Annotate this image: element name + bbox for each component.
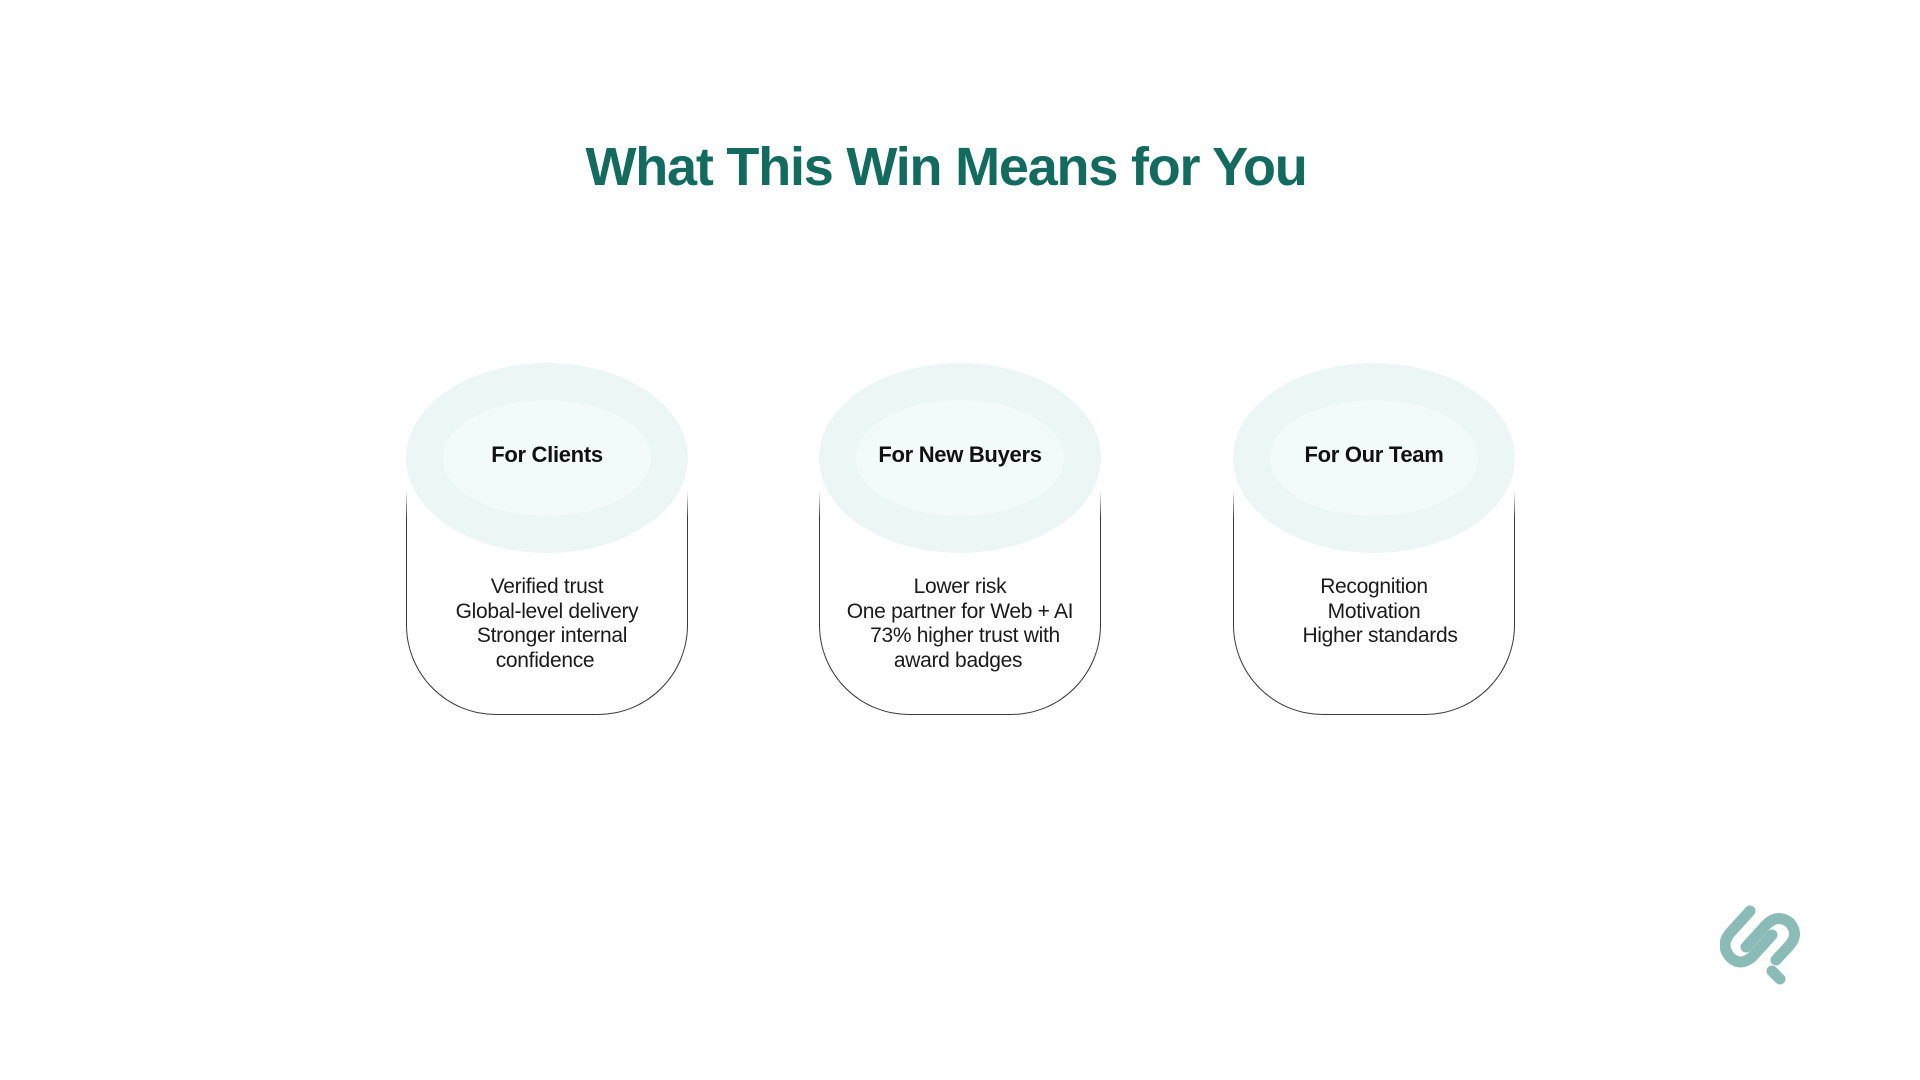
card-heading: For Our Team bbox=[1304, 442, 1444, 467]
card-header-ellipse: For Clients bbox=[406, 363, 688, 553]
benefit-line: Global-level delivery bbox=[455, 599, 639, 623]
card-heading: For Clients bbox=[491, 442, 603, 467]
paperclip-link-logo-icon bbox=[1719, 903, 1804, 987]
card-header-inner-ellipse: For Clients bbox=[443, 400, 651, 516]
benefit-line: confidence bbox=[495, 648, 595, 672]
slide-title: What This Win Means for You bbox=[585, 137, 1307, 197]
card-for-clients: For Clients Verified trust Global-level … bbox=[405, 363, 689, 716]
card-header-ellipse: For New Buyers bbox=[819, 363, 1101, 553]
card-benefits-list: Lower risk One partner for Web + AI 73% … bbox=[819, 575, 1101, 673]
card-header-ellipse: For Our Team bbox=[1233, 363, 1515, 553]
card-for-our-team: For Our Team Recognition Motivation High… bbox=[1232, 363, 1516, 716]
card-benefits-list: Verified trust Global-level delivery Str… bbox=[406, 575, 688, 673]
card-header-inner-ellipse: For Our Team bbox=[1270, 400, 1478, 516]
benefit-line: Motivation bbox=[1327, 599, 1421, 623]
benefit-line: Recognition bbox=[1320, 575, 1428, 598]
card-header-inner-ellipse: For New Buyers bbox=[856, 400, 1064, 516]
benefit-line: award badges bbox=[893, 648, 1023, 672]
benefit-line: Stronger internal bbox=[476, 624, 628, 647]
benefit-line: Verified trust bbox=[490, 575, 604, 598]
benefit-line: Higher standards bbox=[1302, 624, 1458, 647]
benefit-line: Lower risk bbox=[913, 575, 1007, 598]
card-heading: For New Buyers bbox=[878, 442, 1042, 467]
card-for-new-buyers: For New Buyers Lower risk One partner fo… bbox=[818, 363, 1102, 716]
benefit-line: 73% higher trust with bbox=[870, 624, 1060, 647]
benefit-line: One partner for Web + AI bbox=[846, 599, 1074, 623]
card-benefits-list: Recognition Motivation Higher standards bbox=[1233, 575, 1515, 649]
